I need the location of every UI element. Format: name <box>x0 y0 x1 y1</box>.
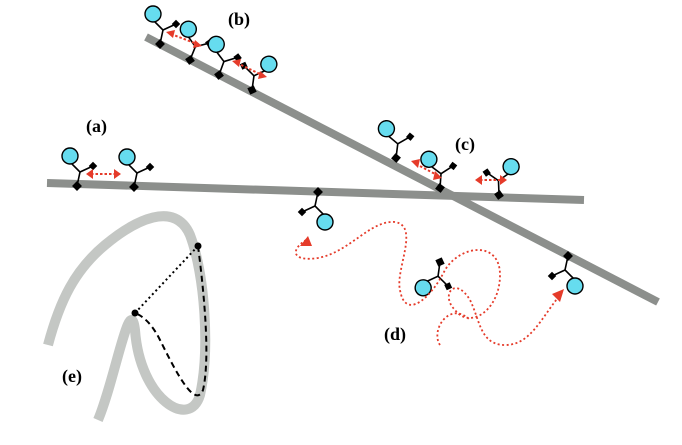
e-dashed-path <box>134 245 208 397</box>
arrow-c1 <box>411 159 442 180</box>
walk-arrow-start <box>300 236 312 246</box>
curved-filament <box>43 211 211 422</box>
diagonal-filament <box>144 33 660 306</box>
random-walk-loop <box>436 312 471 346</box>
arrow-b2 <box>232 59 267 79</box>
label-c: (c) <box>455 134 475 155</box>
motor-c2 <box>419 146 462 196</box>
e-endpoint-top <box>194 242 202 250</box>
label-a: (a) <box>86 116 107 137</box>
arrow-c2 <box>475 175 507 185</box>
motor-d3 <box>412 251 462 306</box>
random-walk-path <box>295 221 561 346</box>
label-b: (b) <box>228 9 250 30</box>
e-dotted-line <box>134 245 199 314</box>
label-d: (d) <box>384 324 406 345</box>
e-endpoint-bottom <box>131 309 139 317</box>
arrow-b1 <box>166 30 202 48</box>
label-e: (e) <box>62 366 82 387</box>
walk-arrow-end <box>552 289 564 302</box>
arrow-a <box>86 169 121 179</box>
